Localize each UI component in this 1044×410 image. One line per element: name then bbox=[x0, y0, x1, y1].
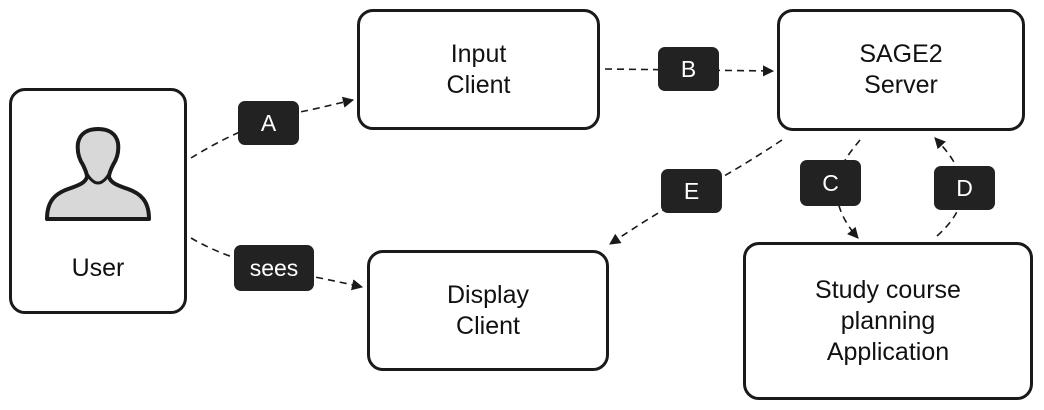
edge-e-badge: E bbox=[661, 169, 722, 213]
sage2-server-label-line-1: SAGE2 bbox=[859, 40, 943, 68]
sage2-server-node: SAGE2 Server bbox=[777, 9, 1025, 131]
display-client-node: Display Client bbox=[367, 250, 609, 371]
sage2-server-label-line-2: Server bbox=[864, 71, 938, 99]
input-client-label-line-2: Client bbox=[446, 70, 511, 99]
display-client-label-line-1: Display bbox=[447, 280, 529, 309]
edge-c-badge: C bbox=[800, 160, 861, 206]
user-node: User bbox=[9, 88, 187, 314]
edge-e-line bbox=[609, 139, 783, 245]
edge-d-badge: D bbox=[934, 166, 995, 210]
input-client-node: Input Client bbox=[357, 9, 600, 130]
user-label: User bbox=[71, 254, 125, 282]
application-label-line-2: planning bbox=[840, 306, 936, 335]
input-client-label-line-1: Input bbox=[450, 39, 507, 68]
edge-a-badge: A bbox=[238, 101, 299, 145]
display-client-label-line-2: Client bbox=[456, 311, 520, 340]
application-label-line-1: Study course bbox=[815, 275, 961, 304]
edge-d-line bbox=[934, 137, 964, 237]
application-label-line-3: Application bbox=[826, 337, 950, 366]
edge-b-badge: B bbox=[658, 47, 719, 91]
application-node: Study course planning Application bbox=[743, 242, 1033, 400]
user-silhouette-icon bbox=[43, 127, 153, 223]
edge-sees-badge: sees bbox=[234, 245, 314, 291]
